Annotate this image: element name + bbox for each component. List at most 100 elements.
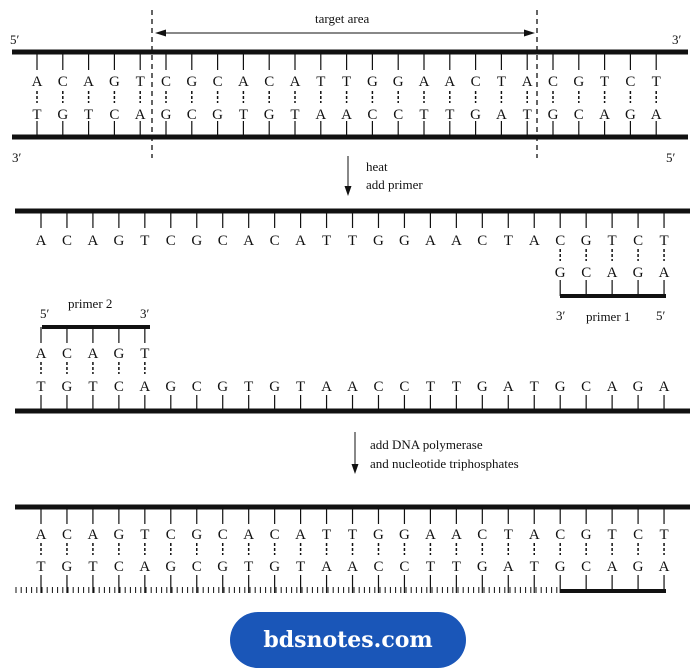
base-top: A (87, 527, 98, 543)
base-top: C (548, 74, 558, 90)
base-bottom: G (477, 559, 488, 575)
base-bottom: G (633, 559, 644, 575)
base-top: C (270, 233, 280, 249)
base-top: G (113, 233, 124, 249)
base-top: G (399, 233, 410, 249)
step1-label-heat: heat (366, 159, 388, 174)
logo: bdsnotes.com (230, 612, 466, 668)
base-top: T (136, 74, 145, 90)
base-bottom: A (503, 559, 514, 575)
base-bottom: G (161, 107, 172, 123)
label-5prime-top-left: 5′ (10, 32, 20, 47)
base-bottom: A (321, 379, 332, 395)
base-bottom: A (607, 379, 618, 395)
base-top: C (264, 74, 274, 90)
base-bottom: C (373, 379, 383, 395)
base-bottom: C (187, 107, 197, 123)
base-top: G (186, 74, 197, 90)
base-top: T (316, 74, 325, 90)
base-bottom: G (57, 107, 68, 123)
base-bottom: C (192, 379, 202, 395)
base-bottom: A (347, 559, 358, 575)
base-top: T (348, 233, 357, 249)
base-bottom: G (269, 559, 280, 575)
logo-text: bdsnotes.com (263, 627, 433, 653)
base-top: G (573, 74, 584, 90)
base-bottom: T (244, 379, 253, 395)
base-bottom: A (607, 559, 618, 575)
base-top: A (290, 74, 301, 90)
label-5prime-bottom-right: 5′ (666, 150, 676, 165)
base-top: A (83, 74, 94, 90)
base-top: C (633, 233, 643, 249)
base-bottom: G (212, 107, 223, 123)
base-top: A (32, 74, 43, 90)
base-bottom: T (32, 107, 41, 123)
base-bottom: T (84, 107, 93, 123)
base-bottom: A (135, 107, 146, 123)
base-top: A (451, 233, 462, 249)
base-top: A (451, 527, 462, 543)
base-bottom: T (530, 559, 539, 575)
base-top: C (62, 233, 72, 249)
base-top: C (218, 233, 228, 249)
base-bottom: T (88, 559, 97, 575)
base-bottom: G (555, 379, 566, 395)
primer2-5prime: 5′ (40, 306, 50, 321)
base-top: T (600, 74, 609, 90)
base-top: G (109, 74, 120, 90)
base-bottom: A (599, 107, 610, 123)
base-top: T (348, 527, 357, 543)
base-top: T (659, 233, 668, 249)
primer1-label: primer 1 (586, 309, 630, 324)
base-top: C (625, 74, 635, 90)
base-top: C (555, 233, 565, 249)
base-bottom: C (114, 379, 124, 395)
base-top: C (166, 527, 176, 543)
base-bottom: T (452, 379, 461, 395)
base-top: C (166, 233, 176, 249)
base-bottom: A (496, 107, 507, 123)
base-top: A (295, 527, 306, 543)
base-top: A (529, 527, 540, 543)
base-bottom: T (419, 107, 428, 123)
base-top: A (522, 74, 533, 90)
base-bottom: A (651, 107, 662, 123)
primer1-sequence: GCAGA (555, 265, 670, 281)
base-bottom: C (114, 559, 124, 575)
base-bottom: G (62, 559, 73, 575)
base-top: G (373, 527, 384, 543)
base-top: A (444, 74, 455, 90)
base-top: C (58, 74, 68, 90)
base-top: C (633, 527, 643, 543)
base-bottom: A (321, 559, 332, 575)
base-bottom: T (36, 379, 45, 395)
base-top: A (238, 74, 249, 90)
base-bottom: C (192, 559, 202, 575)
base-bottom: G (264, 107, 275, 123)
base-bottom: A (347, 379, 358, 395)
base-top: A (295, 233, 306, 249)
label-3prime-bottom-left: 3′ (12, 150, 22, 165)
base-top: T (659, 527, 668, 543)
base-bottom: A (315, 107, 326, 123)
arrow-down-icon (351, 464, 359, 474)
step2-label-polymerase: add DNA polymerase (370, 437, 483, 452)
base-top: C (471, 74, 481, 90)
base-bottom: T (88, 379, 97, 395)
base-bottom: G (633, 379, 644, 395)
base-top: A (425, 233, 436, 249)
base-top: A (243, 233, 254, 249)
base-bottom: C (399, 379, 409, 395)
base-bottom: A (341, 107, 352, 123)
label-3prime-top-right: 3′ (672, 32, 682, 47)
base-top: G (581, 527, 592, 543)
base-bottom: T (426, 379, 435, 395)
base-bottom: G (555, 559, 566, 575)
base-top: A (243, 527, 254, 543)
base-bottom: A (139, 379, 150, 395)
arrow-head-left (155, 29, 166, 37)
primer1-3prime: 3′ (556, 308, 566, 323)
step1-label-primer: add primer (366, 177, 423, 192)
